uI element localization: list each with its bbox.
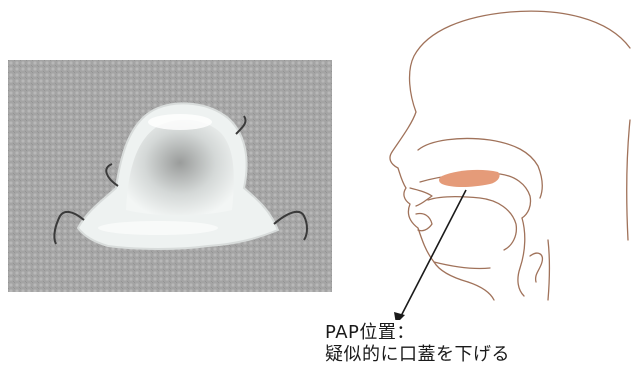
- upper-lip: [410, 188, 432, 206]
- pap-region: [439, 170, 500, 187]
- prosthesis-photo: [8, 60, 332, 292]
- neck-back: [627, 120, 630, 240]
- pap-caption: PAP位置： 疑似的に口蓋を下げる: [325, 322, 635, 366]
- tongue-outline: [428, 197, 516, 250]
- head-profile-diagram: [330, 0, 642, 320]
- head-outline: [390, 11, 630, 282]
- neck-front: [468, 282, 494, 300]
- appliance-highlight: [148, 114, 212, 130]
- pharynx-outline: [518, 218, 525, 296]
- appliance-highlight: [98, 221, 218, 235]
- caption-line-2: 疑似的に口蓋を下げる: [325, 344, 635, 366]
- caption-line-1: PAP位置：: [325, 322, 635, 344]
- nasal-cavity-outline: [418, 138, 542, 198]
- epiglottis: [530, 253, 542, 282]
- larynx-line: [548, 240, 550, 300]
- leader-arrow-line: [400, 190, 466, 318]
- jaw-line: [434, 262, 490, 269]
